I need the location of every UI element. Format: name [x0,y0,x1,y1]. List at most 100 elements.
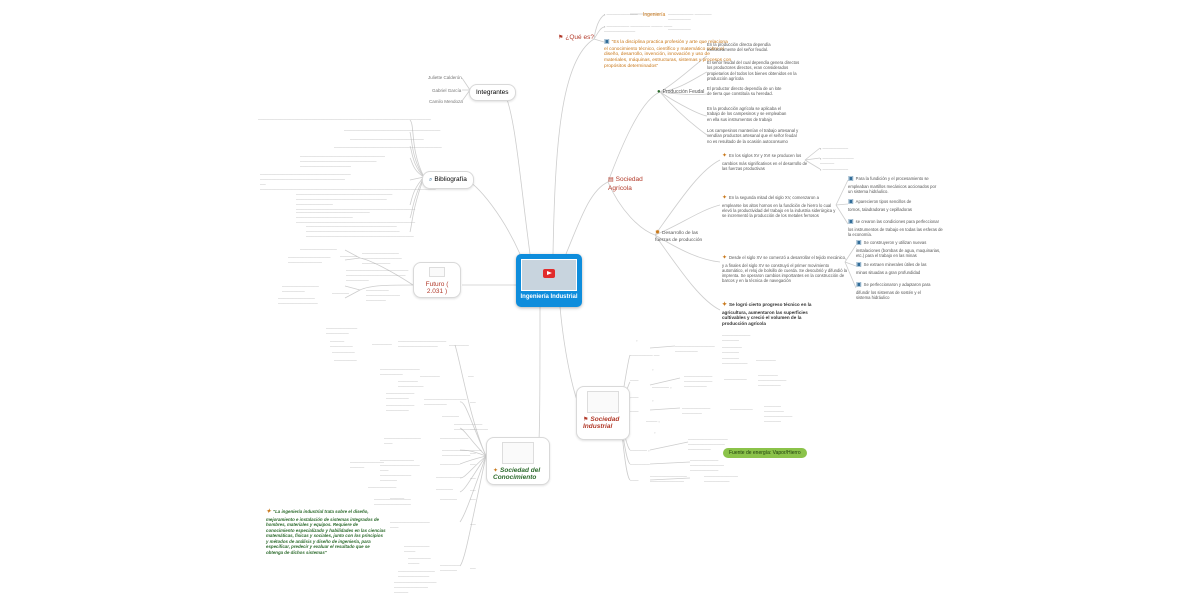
desarrollo-fuerzas[interactable]: ✹Desarrollo de las fuerzas de producción [655,230,715,243]
con-line-30: ────────── [368,485,397,490]
note-icon: ▣ [856,282,862,288]
note-icon: ▣ [848,199,854,205]
con-line-23: ───────────────── [350,460,385,470]
con-line-5: ─────── [449,343,469,348]
link-agricola [565,181,609,255]
bulb-icon: ✦ [722,255,728,261]
bib-line-4: ────────────────────────────────────── [334,145,442,150]
link-integrantes [502,89,531,255]
con-line-43: ──────────────────────── [398,569,435,579]
branch-sociedad-agricola[interactable]: ▤Sociedad Agrícola [608,176,654,193]
segunda-mitad-child-1: ▣Para la fundición y el procesamiento se… [848,176,938,194]
que-es-ingenieria: Ingeniería [643,12,666,18]
ind-line-22: ─── [630,478,639,483]
ind-line-17: ───────────────────────────── [764,404,793,424]
con-line-19: ──────────────── [384,436,421,446]
ind-line-21: ──────────────────────────────── [690,458,725,473]
feudal-item-2: El señor feudal del cual dependía genera… [707,60,800,81]
ind-line-4: ───────────── [722,345,742,355]
branch-bibliografia[interactable]: ⌕Bibliografía [422,171,474,189]
note-icon: ▣ [856,262,862,268]
bulb-icon: ✦ [722,302,728,308]
star-icon: ✹ [655,230,661,236]
xvi-child-1: ▣Se construyeron y utilizan nuevas insta… [856,240,944,258]
con-line-37: ───────────────── [390,520,430,530]
con-line-36: ────────────────────────── [374,497,411,507]
futuro-line-8: ─────────────────────────── [366,288,401,303]
link-bibliografia [461,176,521,255]
que-es-label: ¿Qué es? [565,34,594,41]
branch-sociedad-industrial[interactable]: ⚑Sociedad Industrial [576,386,630,440]
conocimiento-quote: ✦"La ingeniería industrial trata sobre e… [266,509,386,555]
ind-img-4: ▫ [654,430,656,435]
integrante-3: Camilo Mendoza [429,99,463,104]
branch-que-es[interactable]: ⚑¿Qué es? [558,34,594,43]
xvi-child-3: ▣Se perfeccionaron y adaptaron para difu… [856,282,936,300]
feudal-item-5: Los campesinos mantenían el trabajo arte… [707,128,799,144]
ind-line-6: ─────── [756,358,776,363]
siglo-xv-child-2: ▪ ──────────────── [820,156,854,166]
con-line-25: ─────── [440,462,460,467]
central-topic[interactable]: Ingeniería Industrial [516,254,582,307]
futuro-line-1: ───────────── [300,247,337,252]
xvi-child-1-text: Se construyeron y utilizan nuevas instal… [856,240,941,258]
con-line-35: ── [470,497,476,502]
conocimiento-label: Sociedad del Conocimiento [493,467,541,481]
con-line-15: ────────────────── [386,403,415,413]
integrante-1: Juliette Calderón [428,75,462,80]
sociedad-agricola-label: Sociedad Agrícola [608,176,643,192]
con-line-6: ──────── [332,350,355,355]
ind-line-11: ───────────────────────── [758,373,787,388]
industrial-image [587,391,619,413]
desarrollo-xvi: ✦Desde el siglo XV se comenzó a desarrol… [722,255,847,284]
con-line-22: ── [470,451,476,456]
con-line-20: ────────── [440,436,469,441]
desarrollo-siglo-xv-text: En los siglos XV y XVI se producen los c… [722,153,808,171]
futuro-line-7: ────── [332,291,350,296]
branch-integrantes[interactable]: Integrantes [469,84,516,101]
play-icon[interactable] [543,269,555,278]
con-line-1: ─────────────────── [326,326,358,336]
bib-line-5: ────────────────────────────────────────… [300,154,386,169]
con-line-3: ─────── [372,342,392,347]
xvi-child-2: ▣Se extraen minerales útiles de las mina… [856,262,931,275]
bib-line-9: ────────────────────────────────────────… [306,224,414,239]
bulb-icon: ✦ [722,195,728,201]
industrial-energy-pill[interactable]: Fuente de energía: Vapor/Hierro [723,448,807,458]
bib-line-7: ────────────────────────────────────────… [296,192,416,212]
ind-line-3: ──────────────── [722,333,751,343]
con-line-31: ────── [436,487,454,492]
ind-line-2: ────────────────────── [675,344,715,354]
central-video-thumbnail[interactable] [521,259,577,291]
siglo-xv-child-1: ▪ ───────── [820,146,849,151]
note-icon: ▣ [848,219,854,225]
produccion-feudal[interactable]: ●Producción Feudal [657,89,704,97]
que-es-line-4: ──────── [668,27,691,32]
produccion-feudal-label: Producción Feudal [662,89,705,95]
conocimiento-quote-text: "La ingeniería industrial trata sobre el… [266,509,386,555]
xvi-child-3-text: Se perfeccionaron y adaptaron para difun… [856,282,931,300]
branch-sociedad-conocimiento[interactable]: ✦Sociedad del Conocimiento [486,437,550,485]
con-line-21: ──────────────────────── [442,448,482,458]
xvi-text: Desde el siglo XV se comenzó a desarroll… [722,255,848,284]
branch-futuro[interactable]: Futuro ( 2.031 ) [413,262,461,298]
con-line-2: ───────────── [330,339,353,349]
con-line-38: ── [470,522,476,527]
integrantes-label: Integrantes [476,89,509,96]
desarrollo-segunda-mitad: ✦En la segunda mitad del siglo XV, comen… [722,195,837,218]
que-es-line-2: ───────── ────────────── [668,12,712,22]
con-line-17: ────────────────────── [454,422,489,432]
con-line-10: ── [468,374,474,379]
con-line-39: ───────────── [404,544,430,554]
segunda-mitad-child-1-text: Para la fundición y el procesamiento se … [848,176,937,194]
segunda-mitad-child-2: ▣Aparecieron tipos sencillos de tornos, … [848,199,923,212]
con-line-14: ── [470,400,476,405]
segunda-mitad-child-2-text: Aparecieron tipos sencillos de tornos, t… [848,199,913,212]
feudal-item-1: En la producción directa dependía exclus… [707,42,771,53]
ind-line-19: ─────────────────────────────────── [688,437,728,452]
feudal-item-3: El productor directo dependía de un lote… [707,86,782,97]
ind-img-2: ▫ [652,367,654,372]
ind-line-1: ──────── ── [630,353,660,358]
ind-line-13: ─── [630,409,639,414]
